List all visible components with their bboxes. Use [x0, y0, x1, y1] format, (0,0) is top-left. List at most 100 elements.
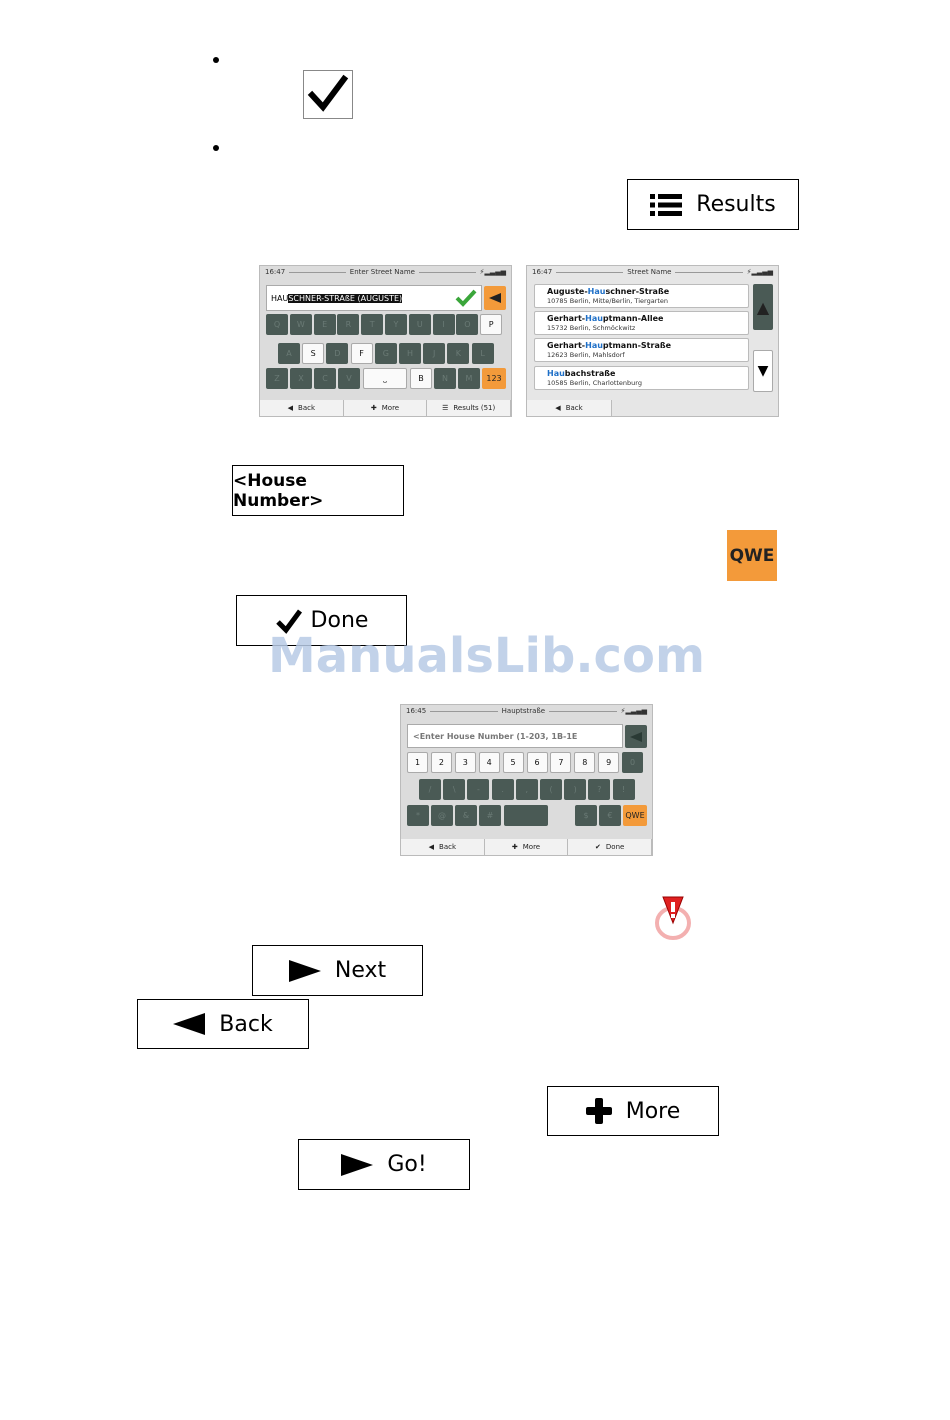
done-button[interactable]: Done [236, 595, 407, 646]
key-a[interactable]: A [278, 343, 300, 364]
key-symbol[interactable]: $ [575, 805, 597, 826]
key-symbol[interactable]: & [455, 805, 477, 826]
back-softkey[interactable]: ◀Back [527, 400, 612, 416]
result-address: 12623 Berlin, Mahlsdorf [547, 351, 625, 360]
key-b[interactable]: B [410, 368, 432, 389]
done-softkey[interactable]: ✔Done [568, 839, 652, 855]
back-button[interactable]: Back [137, 999, 309, 1049]
house-number-input[interactable]: <Enter House Number (1-203, 1B-1E [407, 724, 623, 748]
go-button[interactable]: Go! [298, 1139, 470, 1190]
key-symbol[interactable]: . [491, 779, 514, 800]
key-8[interactable]: 8 [574, 752, 596, 773]
key-2[interactable]: 2 [430, 752, 452, 773]
result-address: 10585 Berlin, Charlottenburg [547, 378, 642, 387]
key-symbol[interactable]: \ [443, 779, 466, 800]
key-symbol[interactable]: € [599, 805, 621, 826]
house-number-button[interactable]: <House Number> [232, 465, 404, 516]
key-m[interactable]: M [458, 368, 480, 389]
qwe-label: QWE [729, 545, 775, 566]
key-symbol[interactable]: , [515, 779, 538, 800]
key-5[interactable]: 5 [502, 752, 524, 773]
screen-title: Hauptstraße [501, 707, 546, 715]
plus-icon: ✚ [511, 843, 518, 851]
green-check-icon[interactable] [455, 289, 477, 307]
key-qwe[interactable]: QWE [623, 805, 647, 826]
key-u[interactable]: U [408, 314, 431, 335]
scroll-up-button[interactable]: ▲ [753, 284, 773, 330]
results-label: Results [696, 192, 776, 217]
key-space[interactable]: ⎵ [363, 368, 407, 389]
more-button[interactable]: More [547, 1086, 719, 1136]
back-arrow-icon: ◀ [428, 843, 435, 851]
key-w[interactable]: W [289, 314, 312, 335]
key-symbol[interactable]: ? [588, 779, 611, 800]
backspace-key[interactable] [625, 725, 647, 748]
more-softkey[interactable]: ✚More [485, 839, 569, 855]
key-e[interactable]: E [313, 314, 336, 335]
key-1[interactable]: 1 [407, 752, 428, 773]
gps-signal-icon: ⚡▂▃▄▅ [620, 707, 647, 715]
key-l[interactable]: L [471, 343, 494, 364]
key-9[interactable]: 9 [598, 752, 620, 773]
typed-text: HAU [271, 293, 289, 303]
key-symbol[interactable]: ( [540, 779, 562, 800]
key-r[interactable]: R [337, 314, 360, 335]
house-number-screen: 16:45 Hauptstraße ⚡▂▃▄▅ <Enter House Num… [400, 704, 653, 856]
key-space[interactable] [504, 805, 548, 826]
key-j[interactable]: J [423, 343, 446, 364]
key-symbol[interactable]: # [479, 805, 501, 826]
key-p[interactable]: P [480, 314, 503, 335]
key-z[interactable]: Z [266, 368, 288, 389]
key-123[interactable]: 123 [482, 368, 506, 389]
key-3[interactable]: 3 [454, 752, 476, 773]
more-softkey[interactable]: ✚More [344, 400, 428, 416]
key-k[interactable]: K [447, 343, 470, 364]
scroll-down-button[interactable]: ▼ [753, 350, 773, 392]
key-i[interactable]: I [432, 314, 455, 335]
key-symbol[interactable]: * [407, 805, 429, 826]
results-softkey[interactable]: ☰Results (51) [427, 400, 511, 416]
key-symbol[interactable]: - [467, 779, 490, 800]
key-symbol[interactable]: ) [564, 779, 587, 800]
screen-title: Enter Street Name [349, 268, 415, 276]
key-v[interactable]: V [338, 368, 360, 389]
key-n[interactable]: N [434, 368, 456, 389]
key-q[interactable]: Q [266, 314, 288, 335]
back-softkey[interactable]: ◀Back [260, 400, 344, 416]
key-o[interactable]: O [456, 314, 479, 335]
street-results-screen: 16:47 Street Name ⚡▂▃▄▅ Auguste-Hauschne… [526, 265, 779, 417]
results-button[interactable]: Results [627, 179, 799, 230]
result-title: Gerhart-Hauptmann-Straße [547, 341, 672, 351]
key-x[interactable]: X [290, 368, 312, 389]
key-t[interactable]: T [361, 314, 384, 335]
key-4[interactable]: 4 [478, 752, 500, 773]
key-0[interactable]: 0 [622, 752, 644, 773]
next-button[interactable]: Next [252, 945, 423, 996]
autocomplete-text: SCHNER-STRAßE (AUGUSTE) [288, 293, 403, 303]
back-arrow-icon: ◀ [287, 404, 294, 412]
key-s[interactable]: S [302, 343, 325, 364]
key-symbol[interactable]: / [419, 779, 441, 800]
check-button[interactable] [303, 70, 353, 119]
back-label: Back [219, 1011, 273, 1037]
key-y[interactable]: Y [385, 314, 407, 335]
key-symbol[interactable]: ! [612, 779, 635, 800]
key-h[interactable]: H [399, 343, 421, 364]
qwe-key[interactable]: QWE [727, 530, 777, 581]
key-7[interactable]: 7 [550, 752, 572, 773]
key-symbol[interactable]: @ [431, 805, 453, 826]
key-f[interactable]: F [350, 343, 373, 364]
key-6[interactable]: 6 [526, 752, 548, 773]
plus-icon: ✚ [370, 404, 377, 412]
key-d[interactable]: D [326, 343, 349, 364]
backspace-key[interactable] [484, 286, 506, 310]
key-c[interactable]: C [314, 368, 336, 389]
bottom-bar: ◀Back ✚More ☰Results (51) [260, 400, 511, 416]
key-g[interactable]: G [374, 343, 397, 364]
back-softkey[interactable]: ◀Back [401, 839, 485, 855]
